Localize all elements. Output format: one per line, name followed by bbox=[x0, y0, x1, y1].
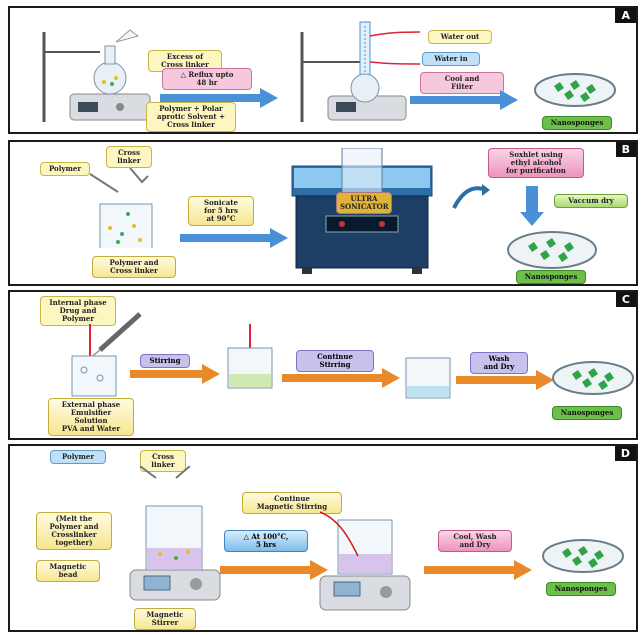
melt-label: (Melt the Polymer and Crosslinker togeth… bbox=[36, 512, 112, 550]
soxhlet-label: Soxhlet using ethyl alcohol for purifica… bbox=[488, 148, 584, 178]
continue-stirring-label: Continue Stirring bbox=[296, 350, 374, 372]
beaker-c3 bbox=[405, 357, 451, 399]
external-phase-label: External phase Emulsifier Solution PVA a… bbox=[48, 398, 134, 436]
beaker-stirrer-d bbox=[129, 466, 221, 601]
arrow-c2 bbox=[282, 368, 400, 388]
heat-label: △ At 100°C, 5 hrs bbox=[224, 530, 308, 552]
magnetic-stirrer-label: Magnetic Stirrer bbox=[134, 608, 196, 630]
vacuum-label: Vaccum dry bbox=[554, 194, 628, 208]
beaker-stirrer-d2 bbox=[319, 511, 411, 611]
petri-dish-d bbox=[542, 539, 624, 573]
arrow-b-curve bbox=[452, 184, 490, 209]
sonicate-label: Sonicate for 5 hrs at 90°C bbox=[188, 196, 254, 226]
product-label: Nanosponges bbox=[516, 270, 586, 284]
arrow-a1 bbox=[160, 88, 278, 108]
panel-letter: C bbox=[615, 292, 636, 307]
panel-c: C Internal phase Drug and Polymer Extern… bbox=[8, 290, 638, 440]
stirring-label: Stirring bbox=[140, 354, 190, 368]
mix-label: Polymer and Cross linker bbox=[92, 256, 176, 278]
crosslinker-label: Cross linker bbox=[106, 146, 152, 168]
syringe-beaker-c bbox=[71, 312, 142, 397]
product-label: Nanosponges bbox=[542, 116, 612, 130]
panel-a: A Excess of Cross linker △ Reflux upto 4… bbox=[8, 6, 638, 134]
reflux-setup-left bbox=[42, 29, 151, 122]
water-in-label: Water in bbox=[422, 52, 480, 66]
cool-wash-label: Cool, Wash and Dry bbox=[438, 530, 512, 552]
reflux-setup-right bbox=[300, 21, 420, 122]
arrow-d2 bbox=[424, 560, 532, 580]
arrow-c1 bbox=[130, 364, 220, 384]
panel-b: B Cross linker Polymer Polymer and Cross… bbox=[8, 140, 638, 286]
polymer-label: Polymer bbox=[50, 450, 106, 464]
product-label: Nanosponges bbox=[546, 582, 616, 596]
beaker-b bbox=[89, 168, 153, 248]
polymer-label: Polymer bbox=[40, 162, 90, 176]
panel-d: D Polymer Cross linker (Melt the Polymer… bbox=[8, 444, 638, 632]
sonicator bbox=[291, 148, 433, 274]
arrow-d1 bbox=[220, 560, 328, 580]
panel-letter: A bbox=[615, 8, 636, 23]
reflux-label: △ Reflux upto 48 hr bbox=[162, 68, 252, 90]
petri-dish-a bbox=[534, 73, 616, 107]
panel-letter: B bbox=[615, 142, 636, 157]
beaker-c2 bbox=[227, 324, 273, 389]
petri-dish-b bbox=[507, 231, 597, 269]
continue-magnetic-label: Continue Magnetic Stirring bbox=[242, 492, 342, 514]
arrow-b1 bbox=[180, 228, 288, 248]
arrow-a2 bbox=[410, 90, 518, 110]
panel-letter: D bbox=[614, 446, 636, 461]
cool-filter-label: Cool and Filter bbox=[420, 72, 504, 94]
sonicator-label: ULTRA SONICATOR bbox=[336, 192, 392, 214]
internal-phase-label: Internal phase Drug and Polymer bbox=[40, 296, 116, 326]
arrow-c3 bbox=[456, 370, 554, 390]
wash-dry-label: Wash and Dry bbox=[470, 352, 528, 374]
arrow-b2 bbox=[520, 186, 544, 226]
magnetic-bead-label: Magnetic bead bbox=[36, 560, 100, 582]
polymer-solvent-label: Polymer + Polar aprotic Solvent + Cross … bbox=[146, 102, 236, 132]
petri-dish-c bbox=[552, 361, 634, 395]
crosslinker-label: Cross linker bbox=[140, 450, 186, 472]
water-out-label: Water out bbox=[428, 30, 492, 44]
product-label: Nanosponges bbox=[552, 406, 622, 420]
